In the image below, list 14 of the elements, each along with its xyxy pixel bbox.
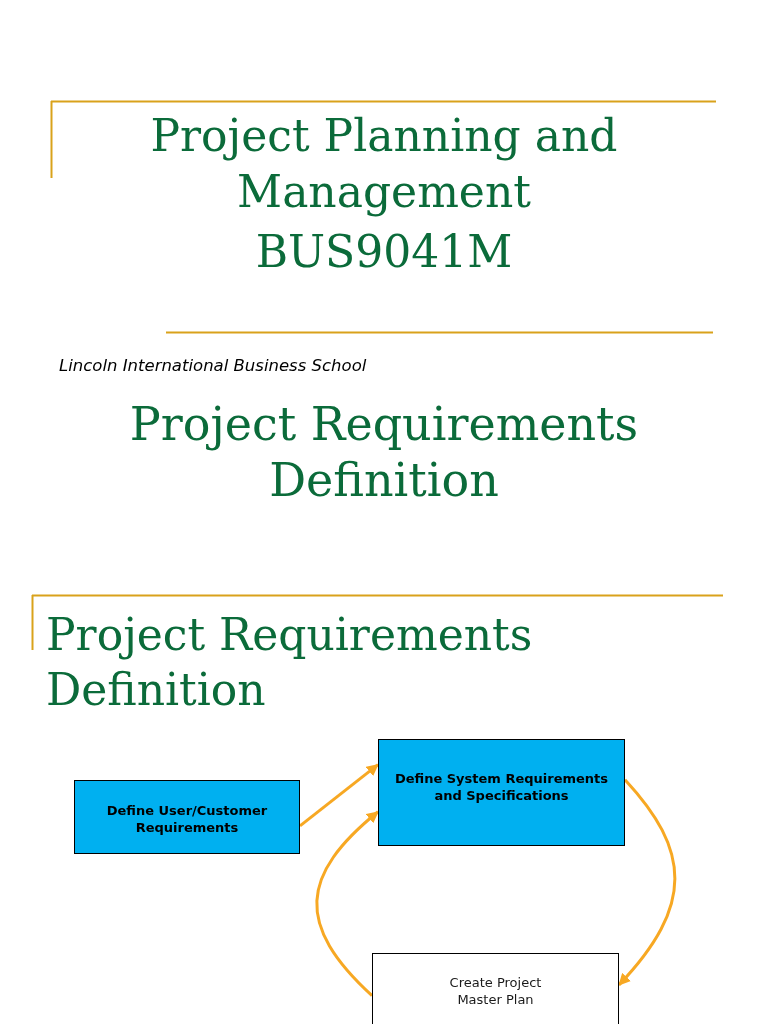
arrow <box>315 810 379 997</box>
school-name: Lincoln International Business School <box>59 356 367 376</box>
slide-title: Project Planning and Management <box>149 109 619 219</box>
step-text: Define User/Customer Requirements <box>105 802 269 836</box>
process-box <box>378 739 625 846</box>
step-text: Define System Requirements and Specifications <box>393 769 610 805</box>
arrow <box>299 763 379 828</box>
process-box <box>74 780 300 854</box>
slide-title: Project Requirements Definition <box>128 396 640 508</box>
step-text: Create Project Master Plan <box>448 974 543 1008</box>
arrow <box>617 778 677 986</box>
process-box <box>372 953 619 1024</box>
slide-title: Project Requirements Definition <box>46 608 534 717</box>
course-code: BUS9041M <box>254 225 514 279</box>
